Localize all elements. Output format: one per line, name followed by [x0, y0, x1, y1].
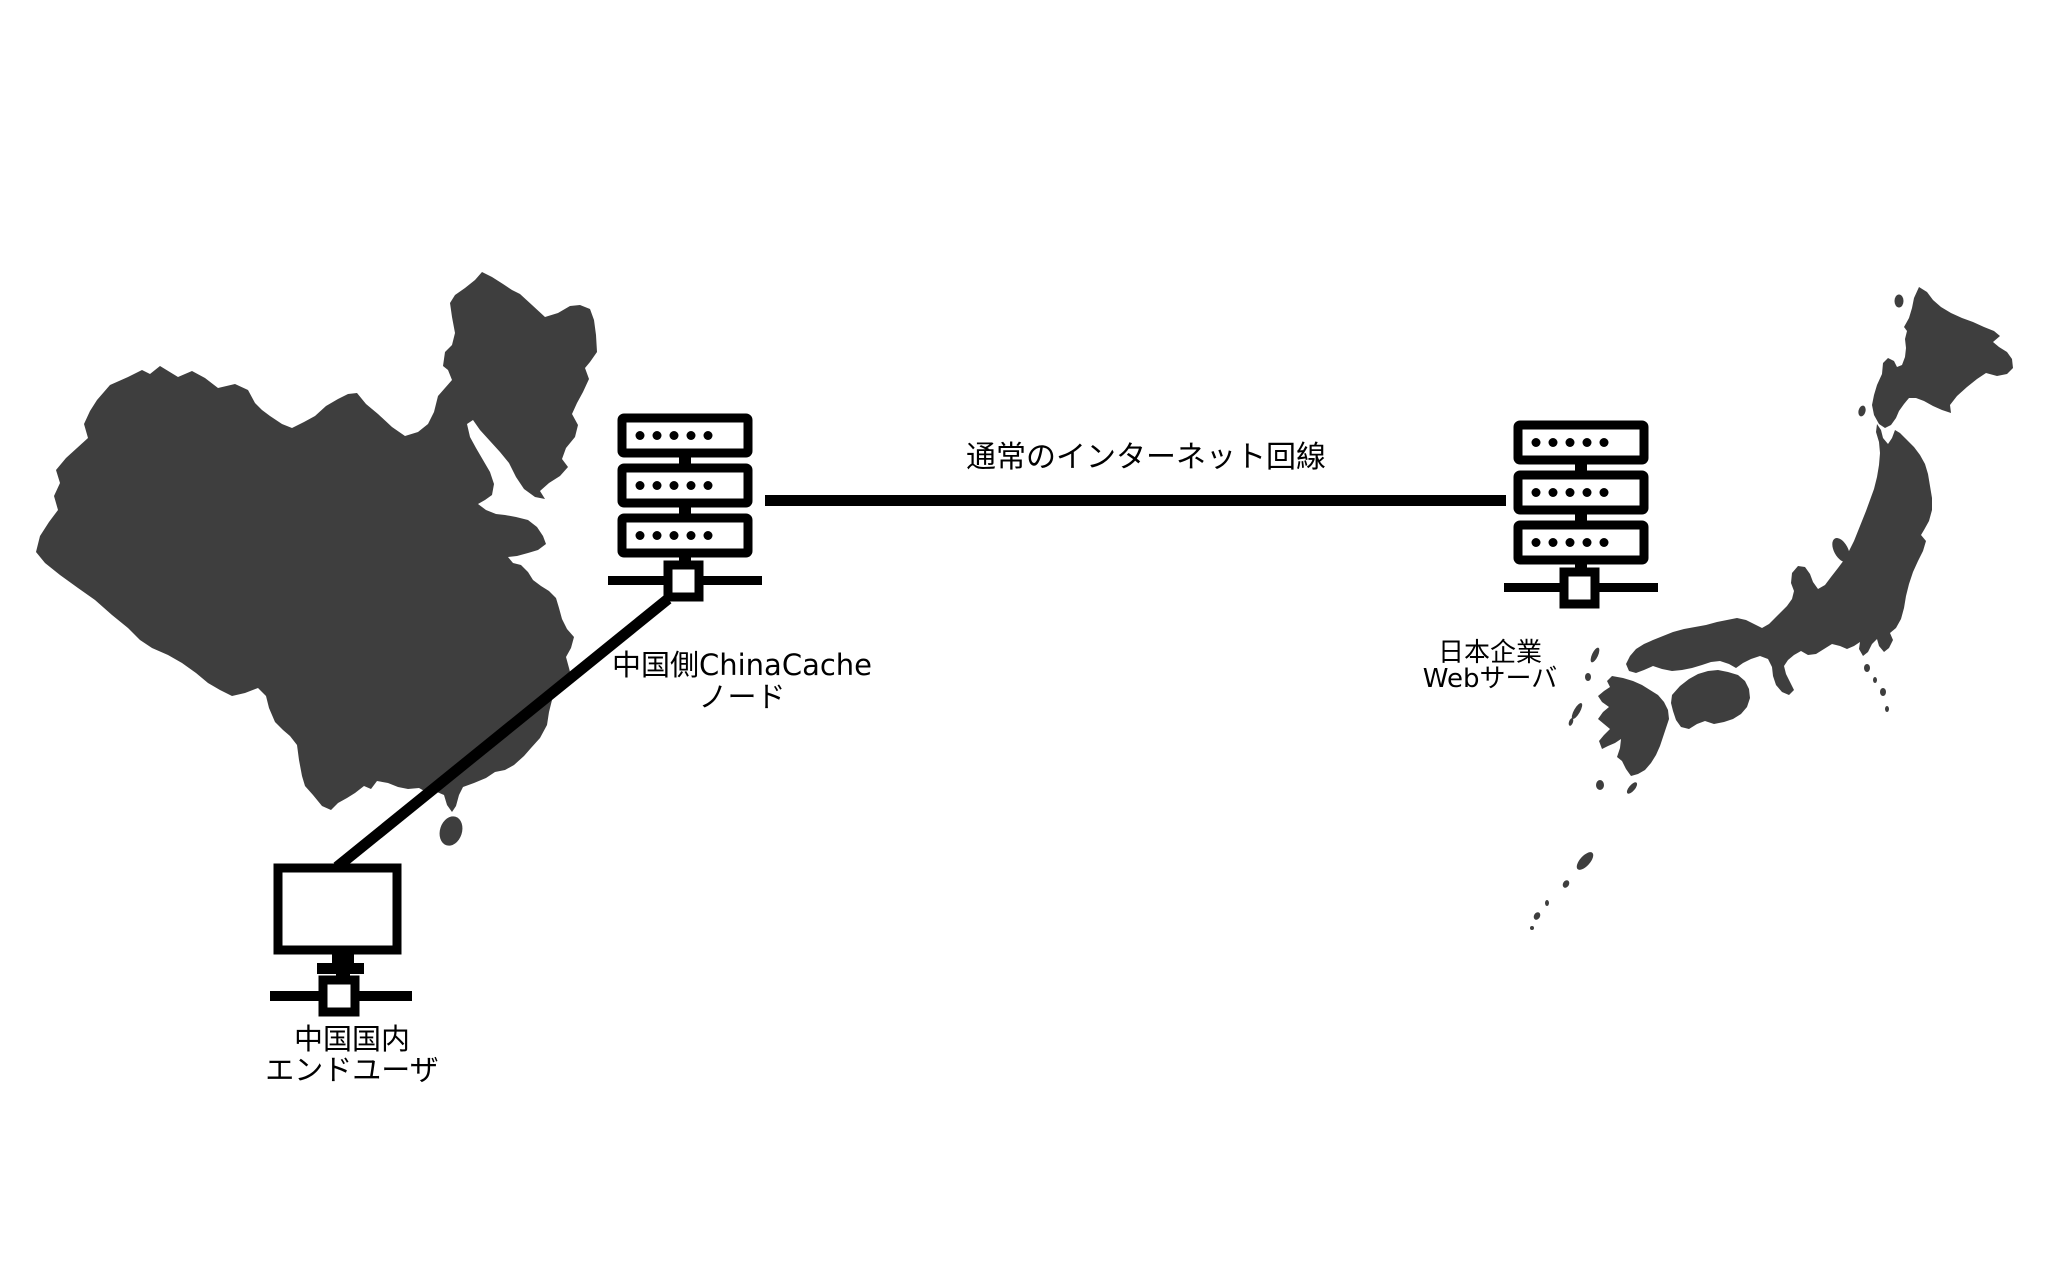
end-user-label: 中国国内 エンドユーザ [265, 1024, 438, 1086]
end-user-link-line [333, 594, 672, 872]
japan-map [1530, 287, 2013, 930]
kyushu [1598, 676, 1669, 776]
shikoku [1671, 670, 1750, 729]
hokkaido [1872, 287, 2013, 428]
hainan-island [439, 816, 463, 846]
internet-line [765, 495, 1506, 506]
japan-web-server-label-line1: 日本企業 [1437, 638, 1542, 668]
internet-line-label-text: 通常のインターネット回線 [966, 440, 1326, 475]
server-stack-icon-japan [1504, 425, 1658, 604]
china-cache-node-label-line1: 中国側ChinaCache [611, 648, 873, 682]
japan-outlying-islands [1530, 294, 1904, 930]
japan-web-server-label: 日本企業 Webサーバ [1423, 640, 1557, 692]
desktop-client-icon [270, 863, 412, 1017]
end-user-label-line1: 中国国内 [293, 1022, 411, 1056]
server-stack-icon-china [608, 418, 762, 597]
end-user-label-line2: エンドユーザ [265, 1053, 439, 1087]
china-map [36, 272, 597, 846]
china-cache-node-label-line2: ノード [698, 680, 786, 714]
internet-line-label: 通常のインターネット回線 [966, 442, 1326, 474]
china-cache-node-label: 中国側ChinaCache ノード [612, 649, 872, 713]
honshu [1626, 424, 1932, 695]
japan-web-server-label-line2: Webサーバ [1422, 664, 1558, 694]
